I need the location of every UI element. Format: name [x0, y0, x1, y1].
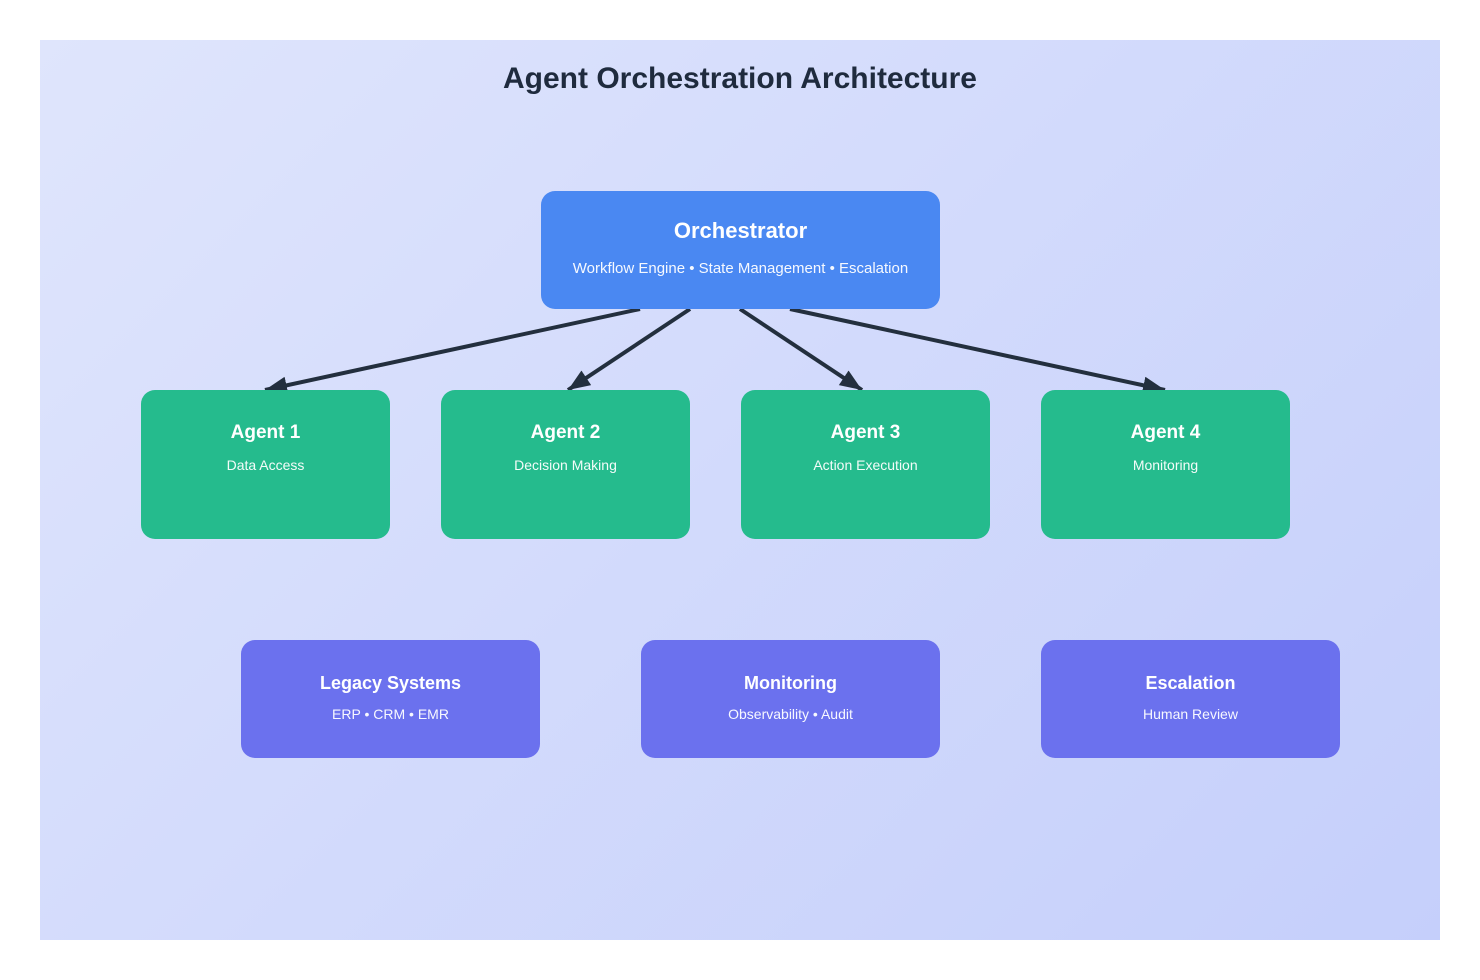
orchestrator-node: Orchestrator Workflow Engine • State Man…: [541, 191, 940, 309]
escalation-title: Escalation: [1145, 673, 1236, 693]
escalation-subtitle: Human Review: [1143, 706, 1238, 722]
page-title: Agent Orchestration Architecture: [503, 62, 977, 95]
monitoring-title: Monitoring: [744, 673, 837, 693]
agent-4-subtitle: Monitoring: [1132, 457, 1199, 473]
monitoring-subtitle: Observability • Audit: [728, 706, 853, 722]
monitoring-node: Monitoring Observability • Audit: [641, 640, 940, 758]
orchestrator-subtitle: Workflow Engine • State Management • Esc…: [572, 260, 909, 277]
agent-3-node: Agent 3 Action Execution: [741, 390, 990, 539]
agent-3-subtitle: Action Execution: [813, 457, 918, 473]
diagram-canvas: Agent Orchestration Architecture Orchest…: [40, 40, 1440, 940]
legacy-systems-title: Legacy Systems: [319, 673, 462, 693]
arrow-orchestrator-to-agent-1: [264, 307, 641, 394]
legacy-systems-subtitle: ERP • CRM • EMR: [332, 706, 449, 722]
agent-4-node: Agent 4 Monitoring: [1041, 390, 1290, 539]
agent-1-node: Agent 1 Data Access: [141, 390, 390, 539]
agent-1-title: Agent 1: [230, 422, 301, 443]
connector-arrows-layer: [264, 307, 1166, 394]
arrow-orchestrator-to-agent-4: [789, 307, 1166, 394]
agent-3-title: Agent 3: [830, 422, 901, 443]
agent-2-title: Agent 2: [530, 422, 601, 443]
agent-1-subtitle: Data Access: [226, 457, 305, 473]
escalation-node: Escalation Human Review: [1041, 640, 1340, 758]
agent-2-subtitle: Decision Making: [514, 457, 617, 473]
legacy-systems-node: Legacy Systems ERP • CRM • EMR: [241, 640, 540, 758]
orchestrator-title: Orchestrator: [673, 218, 808, 243]
arrow-orchestrator-to-agent-3: [738, 307, 864, 392]
arrow-orchestrator-to-agent-2: [566, 307, 692, 392]
agent-4-title: Agent 4: [1130, 422, 1201, 443]
agent-2-node: Agent 2 Decision Making: [441, 390, 690, 539]
